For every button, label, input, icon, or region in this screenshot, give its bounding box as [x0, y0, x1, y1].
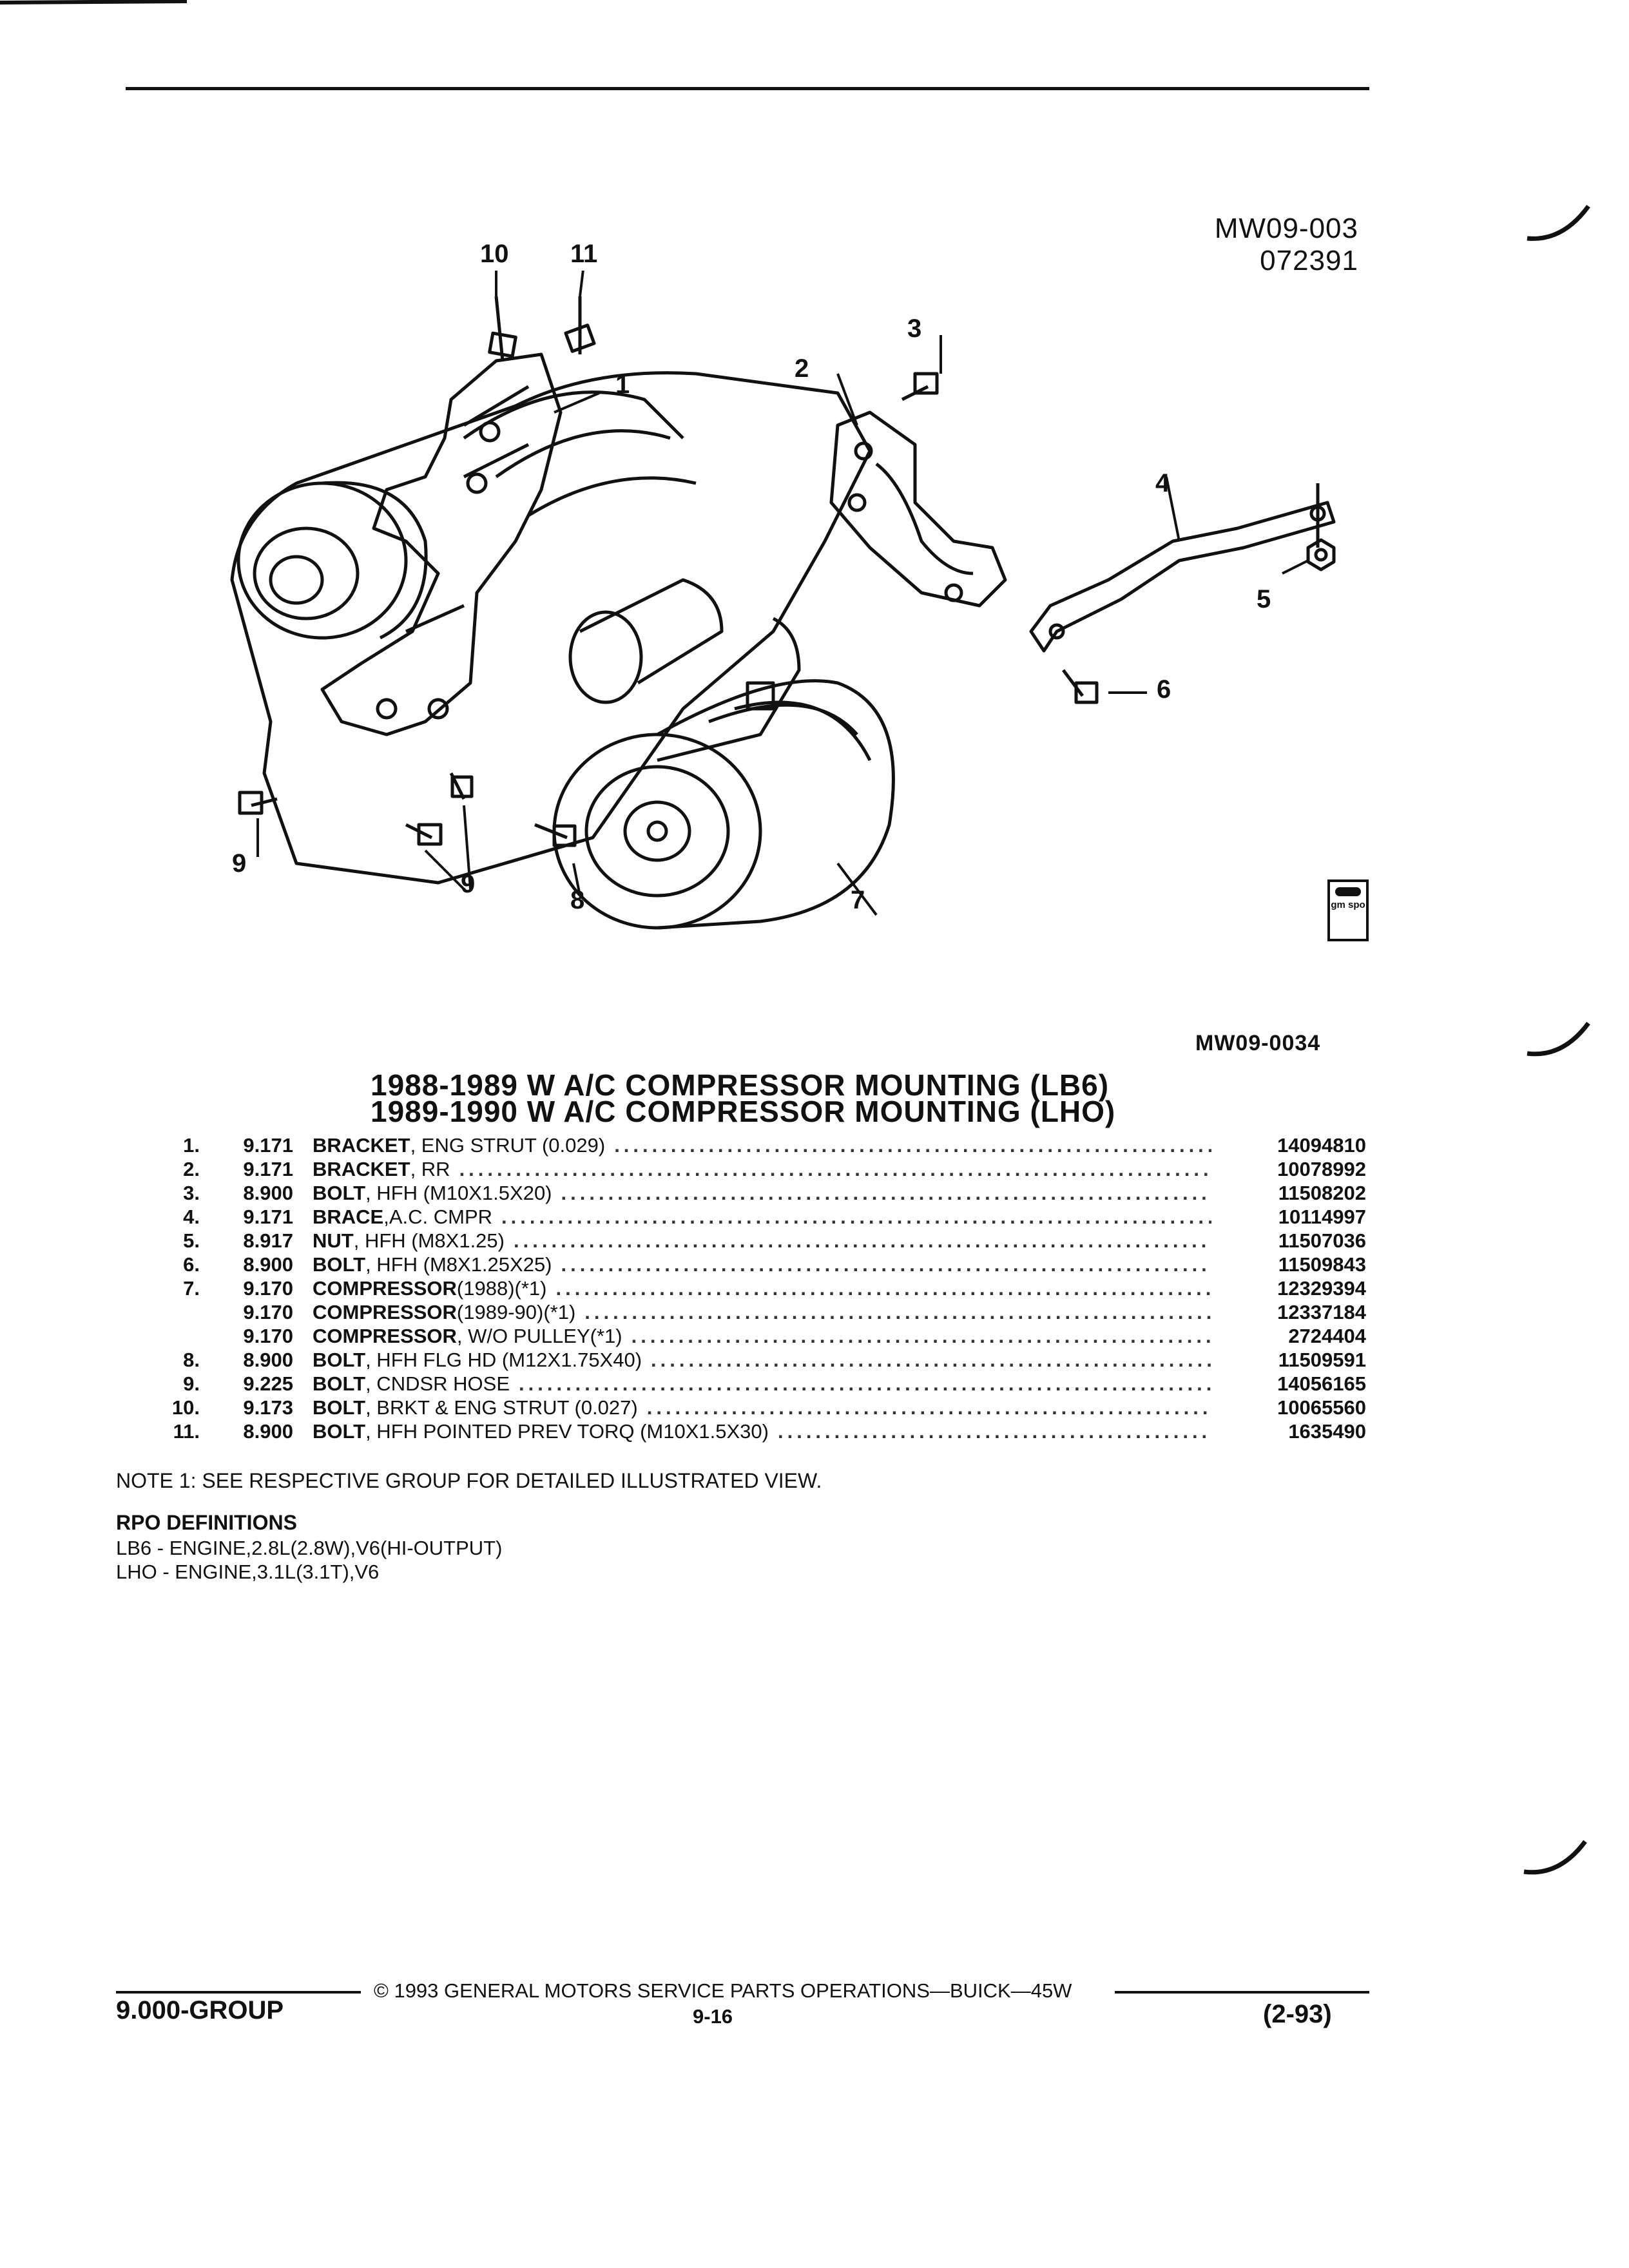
- footer-rule: [1115, 1991, 1369, 1994]
- footer-rule: [116, 1991, 361, 1994]
- figure-id: MW09-0034: [1195, 1031, 1321, 1055]
- scan-edge-mark: [1527, 1021, 1590, 1057]
- callout-9: 9: [461, 870, 476, 898]
- rpo-definition: LB6 - ENGINE,2.8L(2.8W),V6(HI-OUTPUT): [116, 1537, 503, 1559]
- callout-leaders: [256, 271, 1309, 916]
- exploded-parts-diagram: [230, 271, 1336, 930]
- scan-edge-mark: [1523, 1840, 1587, 1875]
- footer-date: (2-93): [1263, 2000, 1332, 2028]
- scan-edge-mark: [0, 0, 188, 5]
- callout-8: 8: [570, 886, 585, 914]
- rpo-definition: LHO - ENGINE,3.1L(3.1T),V6: [116, 1561, 380, 1583]
- bracket-illustration: [829, 410, 1007, 608]
- footer-copyright: © 1993 GENERAL MOTORS SERVICE PARTS OPER…: [374, 1979, 1072, 2002]
- bolt-icon: [238, 296, 1099, 847]
- header-code: MW09-003: [1214, 213, 1358, 244]
- engine-block-illustration: [230, 371, 872, 885]
- bracket-illustration: [320, 352, 563, 736]
- callout-3: 3: [907, 314, 922, 343]
- page-number: 9-16: [693, 2005, 733, 2028]
- compressor-illustration: [552, 679, 895, 930]
- footer-group: 9.000-GROUP: [116, 1996, 284, 2024]
- callout-9: 9: [232, 849, 247, 878]
- gm-spo-logo-icon: gm spo: [1327, 879, 1369, 941]
- callout-11: 11: [570, 240, 598, 268]
- callout-4: 4: [1155, 469, 1170, 497]
- header-date: 072391: [1260, 245, 1358, 276]
- note: NOTE 1: SEE RESPECTIVE GROUP FOR DETAILE…: [116, 1469, 822, 1492]
- callout-1: 1: [615, 370, 630, 399]
- callout-6: 6: [1157, 675, 1171, 704]
- page-subtitle: 1989-1990 W A/C COMPRESSOR MOUNTING (LHO…: [371, 1095, 1116, 1128]
- callout-7: 7: [851, 886, 865, 914]
- callout-10: 10: [480, 240, 509, 268]
- rpo-heading: RPO DEFINITIONS: [116, 1511, 297, 1534]
- brace-illustration: [1029, 501, 1336, 653]
- callout-2: 2: [795, 354, 809, 383]
- page-title: 1988-1989 W A/C COMPRESSOR MOUNTING (LB6…: [371, 1068, 1110, 1102]
- header-rule: [126, 87, 1369, 90]
- callout-5: 5: [1257, 585, 1271, 613]
- scan-edge-mark: [1527, 204, 1590, 241]
